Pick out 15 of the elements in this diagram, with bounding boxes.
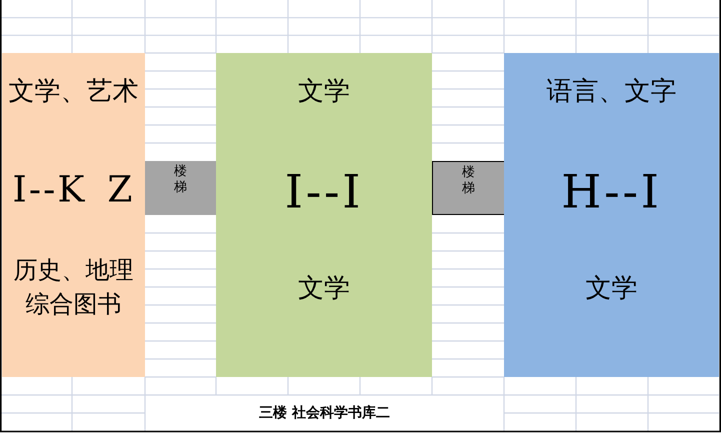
classification-code: H--I [561,164,662,220]
stair-box: 楼梯 [432,161,505,215]
subject-label: 文学 [298,76,350,108]
subject-label: 语言、文字 [546,76,676,108]
floor-caption: 三楼 社会科学书库二 [259,404,390,422]
subject-label: 文学、艺术 [8,76,138,108]
subject-label: 文学 [586,273,638,305]
classification-code: I--I [284,164,364,220]
shelf-area [216,53,432,377]
shelf-area [504,53,719,377]
subject-label: 历史、地理综合图书 [12,255,134,320]
stair-box: 楼梯 [145,161,216,215]
shelf-area [2,53,145,377]
subject-label: 文学 [298,273,350,305]
classification-code: I--K Z [12,168,135,212]
